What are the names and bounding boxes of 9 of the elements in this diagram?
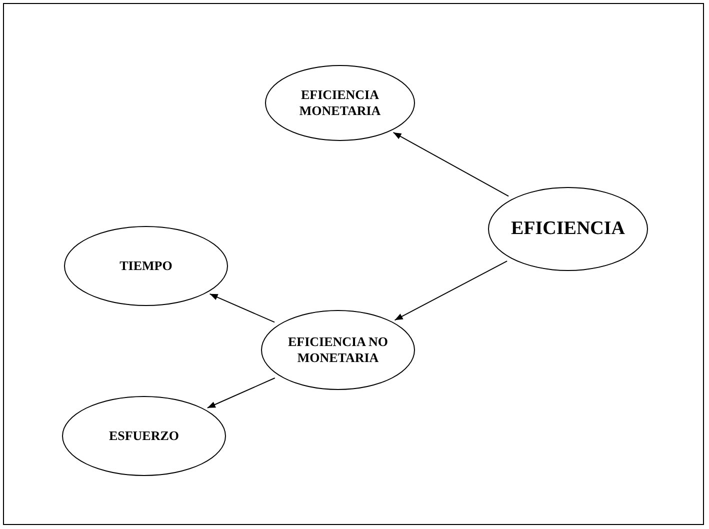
- node-label: ESFUERZO: [108, 428, 180, 444]
- arrow: [206, 378, 276, 408]
- node-label: EFICIENCIA NO MONETARIA: [286, 334, 390, 366]
- node-label: EFICIENCIA: [510, 217, 626, 241]
- node-label: TIEMPO: [120, 258, 172, 274]
- arrow: [209, 293, 276, 323]
- arrow: [392, 132, 510, 197]
- node-label: EFICIENCIA MONETARIA: [298, 86, 382, 120]
- arrow: [394, 260, 508, 321]
